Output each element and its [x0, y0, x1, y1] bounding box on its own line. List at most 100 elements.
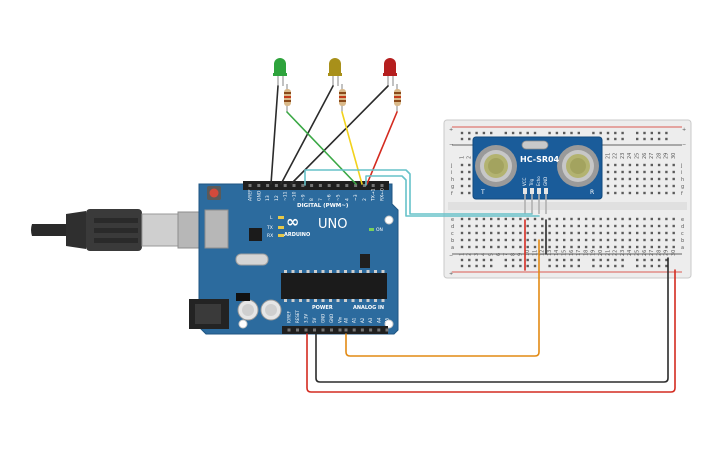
breadboard-hole[interactable] [628, 231, 632, 235]
digital-pin-hole[interactable] [336, 184, 340, 187]
rail-hole[interactable] [636, 131, 639, 135]
rail-hole[interactable] [657, 131, 661, 135]
rail-hole[interactable] [468, 137, 471, 141]
wire-black-ground[interactable] [315, 257, 669, 383]
breadboard-hole[interactable] [606, 191, 610, 195]
breadboard-hole[interactable] [519, 238, 522, 242]
sensor-pin-vcc[interactable] [523, 188, 527, 194]
rail-hole[interactable] [599, 258, 602, 262]
breadboard-hole[interactable] [614, 184, 617, 188]
green-led[interactable] [273, 58, 287, 86]
rail-hole[interactable] [665, 258, 668, 262]
sensor-pin-gnd[interactable] [544, 188, 548, 194]
breadboard-hole[interactable] [672, 217, 675, 221]
breadboard-hole[interactable] [541, 217, 544, 221]
breadboard-hole[interactable] [650, 191, 653, 195]
digital-pin-hole[interactable] [362, 184, 366, 187]
breadboard-hole[interactable] [482, 217, 486, 221]
rail-hole[interactable] [482, 131, 486, 135]
breadboard-hole[interactable] [519, 217, 522, 221]
breadboard-hole[interactable] [490, 224, 493, 228]
breadboard-hole[interactable] [628, 184, 632, 188]
breadboard-hole[interactable] [621, 191, 624, 195]
power-pin-hole[interactable] [321, 328, 325, 332]
breadboard-hole[interactable] [570, 231, 573, 235]
breadboard-hole[interactable] [563, 224, 566, 228]
rail-hole[interactable] [511, 131, 515, 135]
breadboard-hole[interactable] [672, 238, 675, 242]
breadboard-hole[interactable] [555, 224, 559, 228]
breadboard-hole[interactable] [606, 163, 610, 167]
breadboard-hole[interactable] [468, 170, 471, 174]
rail-hole[interactable] [519, 258, 522, 262]
led-group[interactable] [273, 58, 401, 112]
rail-hole[interactable] [490, 131, 493, 135]
breadboard-hole[interactable] [621, 163, 624, 167]
breadboard-hole[interactable] [628, 191, 632, 195]
breadboard-hole[interactable] [460, 245, 464, 249]
breadboard-hole[interactable] [460, 170, 464, 174]
rail-hole[interactable] [482, 264, 486, 268]
yellow-led[interactable] [328, 58, 342, 86]
rail-hole[interactable] [606, 137, 610, 141]
breadboard-hole[interactable] [606, 238, 610, 242]
breadboard-hole[interactable] [650, 238, 653, 242]
breadboard-hole[interactable] [621, 177, 624, 181]
breadboard-hole[interactable] [628, 238, 632, 242]
breadboard-hole[interactable] [526, 231, 529, 235]
breadboard-hole[interactable] [570, 224, 573, 228]
rail-hole[interactable] [665, 137, 668, 141]
rail-hole[interactable] [511, 264, 515, 268]
rail-hole[interactable] [599, 131, 602, 135]
breadboard-hole[interactable] [643, 245, 646, 249]
analog-pin-hole[interactable] [360, 328, 364, 332]
breadboard-hole[interactable] [490, 231, 493, 235]
rail-hole[interactable] [650, 131, 653, 135]
breadboard-hole[interactable] [577, 217, 580, 221]
rail-hole[interactable] [533, 258, 537, 262]
breadboard-hole[interactable] [628, 217, 632, 221]
red-led[interactable] [383, 58, 397, 86]
rail-hole[interactable] [650, 137, 653, 141]
breadboard-hole[interactable] [460, 231, 464, 235]
breadboard-hole[interactable] [657, 224, 661, 228]
rail-hole[interactable] [555, 131, 559, 135]
rail-hole[interactable] [468, 264, 471, 268]
breadboard-hole[interactable] [570, 217, 573, 221]
analog-pin-hole[interactable] [369, 328, 373, 332]
breadboard-hole[interactable] [599, 217, 602, 221]
breadboard-hole[interactable] [643, 191, 646, 195]
breadboard-hole[interactable] [606, 217, 610, 221]
rail-hole[interactable] [614, 137, 617, 141]
rail-hole[interactable] [563, 131, 566, 135]
breadboard-hole[interactable] [475, 238, 478, 242]
power-pin-hole[interactable] [304, 328, 308, 332]
breadboard-hole[interactable] [526, 238, 529, 242]
breadboard-hole[interactable] [672, 170, 675, 174]
rail-hole[interactable] [643, 131, 646, 135]
rail-hole[interactable] [636, 264, 639, 268]
breadboard-hole[interactable] [577, 245, 580, 249]
breadboard-hole[interactable] [519, 231, 522, 235]
breadboard-hole[interactable] [621, 170, 624, 174]
breadboard-hole[interactable] [533, 231, 537, 235]
analog-pin-hole[interactable] [344, 328, 348, 332]
breadboard-hole[interactable] [519, 224, 522, 228]
breadboard-hole[interactable] [533, 238, 537, 242]
wire-cyan-trig[interactable] [304, 169, 533, 215]
rail-hole[interactable] [592, 131, 595, 135]
rail-hole[interactable] [621, 137, 624, 141]
breadboard-hole[interactable] [628, 177, 632, 181]
breadboard-hole[interactable] [636, 170, 639, 174]
breadboard-hole[interactable] [570, 238, 573, 242]
rail-hole[interactable] [548, 258, 551, 262]
digital-pin-hole[interactable] [310, 184, 314, 187]
rail-hole[interactable] [468, 131, 471, 135]
breadboard-hole[interactable] [643, 170, 646, 174]
breadboard-hole[interactable] [541, 231, 544, 235]
rail-hole[interactable] [490, 258, 493, 262]
breadboard-hole[interactable] [511, 245, 515, 249]
breadboard-hole[interactable] [475, 217, 478, 221]
breadboard-hole[interactable] [643, 224, 646, 228]
rail-hole[interactable] [533, 131, 537, 135]
